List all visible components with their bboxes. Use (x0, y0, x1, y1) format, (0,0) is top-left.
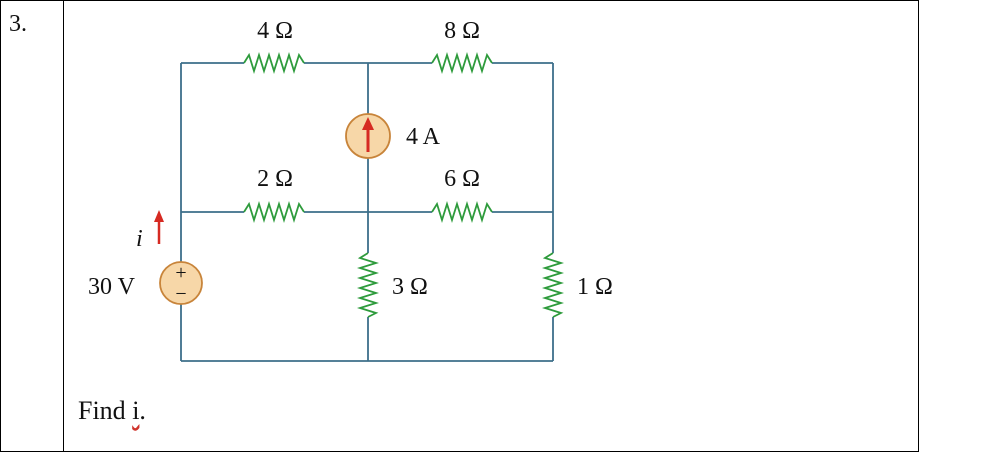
question-number: 3. (9, 11, 27, 37)
resistor-2-ohm (243, 200, 305, 224)
voltage-source: + − (159, 261, 203, 305)
resistor-4-ohm (243, 51, 305, 75)
current-i-arrow-icon (154, 210, 164, 244)
label-4-amp: 4 A (406, 124, 441, 150)
label-6-ohm: 6 Ω (444, 166, 480, 192)
resistor-6-ohm (431, 200, 493, 224)
label-3-ohm: 3 Ω (392, 274, 428, 300)
label-8-ohm: 8 Ω (444, 18, 480, 44)
prompt-variable: i (132, 396, 140, 425)
question-content-cell (63, 0, 919, 452)
resistor-1-ohm (541, 252, 565, 318)
plus-sign: + (175, 262, 186, 284)
label-1-ohm: 1 Ω (577, 274, 613, 300)
label-current-i: i (136, 226, 143, 252)
current-source (345, 113, 391, 159)
label-30-volt: 30 V (88, 274, 136, 300)
label-2-ohm: 2 Ω (257, 166, 293, 192)
resistor-3-ohm (356, 252, 380, 318)
label-4-ohm: 4 Ω (257, 18, 293, 44)
minus-sign: − (175, 283, 186, 305)
prompt-prefix: Find (78, 396, 133, 425)
question-prompt: Find i. (78, 396, 146, 426)
resistor-8-ohm (431, 51, 493, 75)
question-number-cell: 3. (0, 0, 64, 452)
prompt-suffix: . (139, 396, 146, 425)
wires (180, 62, 554, 362)
